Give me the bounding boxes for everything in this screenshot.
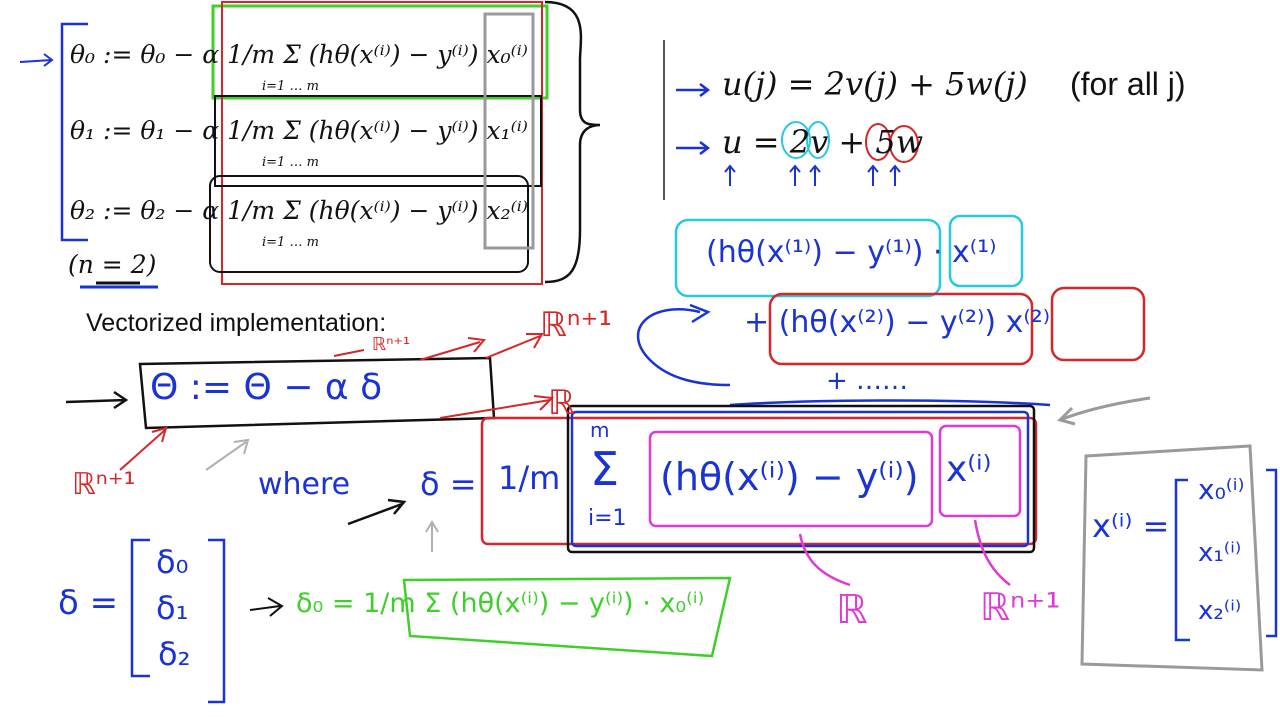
label-R-n1: ℝⁿ⁺¹ — [540, 305, 613, 345]
green-box-delta0 — [402, 576, 732, 658]
equation-sum: Σ (hθ(x⁽ⁱ⁾) − y⁽ⁱ⁾) x₀⁽ⁱ⁾ — [283, 40, 528, 69]
arrow-icon — [65, 390, 129, 410]
equation-lhs: θ₂ := θ₂ − α — [70, 196, 220, 225]
red-circle — [889, 125, 919, 163]
sum-limits: i=1 … m — [262, 155, 319, 170]
arrow-icon — [1057, 396, 1151, 426]
label-R-n1-magenta: ℝⁿ⁺¹ — [980, 585, 1061, 629]
gray-box-xvec — [1080, 444, 1264, 672]
arrow-icon — [485, 333, 544, 359]
cyan-circle — [781, 121, 811, 159]
bracket — [130, 538, 150, 678]
black-sum-box — [566, 404, 1036, 554]
x-i: x⁽ⁱ⁾ — [946, 449, 992, 490]
cyan-circle — [806, 121, 830, 159]
where-label: where — [258, 467, 351, 502]
label-R-n1: ℝⁿ⁺¹ — [72, 467, 136, 502]
blue-sum-box — [570, 410, 1030, 548]
red-box-term — [768, 292, 1034, 366]
heading: Vectorized implementation: — [86, 309, 387, 337]
black-box-1 — [214, 95, 542, 187]
sum-sigma: Σ — [590, 442, 620, 496]
equation-theta1: θ₁ := θ₁ − α 1/m Σ (hθ(x⁽ⁱ⁾) − y⁽ⁱ⁾) x₁⁽… — [70, 118, 528, 143]
x-vec-2: x₂⁽ⁱ⁾ — [1198, 596, 1242, 626]
sum-top: m — [590, 418, 610, 442]
theta-update: Θ := Θ − α δ — [150, 367, 383, 408]
up-arrows — [724, 164, 901, 186]
delta-1: δ₁ — [156, 589, 189, 627]
sum-body: (hθ(x⁽ⁱ⁾) − y⁽ⁱ⁾) — [660, 455, 919, 499]
equation-fraction: 1/m — [227, 196, 276, 225]
sum-limits: i=1 … m — [262, 79, 319, 94]
arrow-icon — [249, 597, 284, 617]
arrow-icon — [347, 498, 407, 526]
equation-theta0: θ₀ := θ₀ − α 1/m Σ (hθ(x⁽ⁱ⁾) − y⁽ⁱ⁾) x₀⁽… — [70, 42, 528, 67]
arrow-icon — [425, 520, 439, 552]
arrow-icon — [676, 83, 711, 97]
n-label: (n = 2) — [68, 250, 157, 279]
cyan-term: (hθ(x⁽¹⁾) − y⁽¹⁾) · x⁽¹⁾ — [706, 235, 997, 270]
arrow-icon — [676, 141, 711, 155]
loop-arrow — [636, 308, 731, 387]
bracket — [208, 538, 226, 704]
equation-sum: Σ (hθ(x⁽ⁱ⁾) − y⁽ⁱ⁾) x₂⁽ⁱ⁾ — [283, 196, 528, 225]
equation-theta2: θ₂ := θ₂ − α 1/m Σ (hθ(x⁽ⁱ⁾) − y⁽ⁱ⁾) x₂⁽… — [70, 198, 528, 223]
red-sum-box — [480, 416, 1038, 546]
equation-fraction: 1/m — [227, 40, 276, 69]
equation-sum: Σ (hθ(x⁽ⁱ⁾) − y⁽ⁱ⁾) x₁⁽ⁱ⁾ — [283, 116, 528, 145]
for-all-j: (for all j) — [1070, 66, 1186, 102]
magenta-box — [648, 430, 934, 528]
arrow-icon — [439, 395, 555, 419]
blue-underline — [729, 399, 1051, 407]
delta0-expression: δ₀ = 1/m Σ (hθ(x⁽ⁱ⁾) − y⁽ⁱ⁾) · x₀⁽ⁱ⁾ — [296, 588, 705, 619]
arrow-icon — [119, 426, 168, 471]
arrow-icon — [19, 53, 54, 67]
arrow-icon — [419, 337, 486, 361]
cyan-box — [948, 214, 1024, 288]
label-R-magenta: ℝ — [836, 587, 868, 633]
blue-bracket — [60, 22, 88, 242]
label-R-n1: ℝⁿ⁺¹ — [372, 334, 411, 355]
delta-0: δ₀ — [156, 543, 189, 581]
black-box-2 — [209, 175, 529, 273]
plus-dots: + …… — [826, 366, 909, 396]
x-vec-0: x₀⁽ⁱ⁾ — [1198, 473, 1245, 506]
equation-lhs: θ₁ := θ₁ − α — [70, 116, 220, 145]
delta-def-lhs: δ = — [420, 465, 477, 503]
arrow-icon — [205, 438, 250, 471]
equation-u-vector: u = 2v + 5w — [722, 123, 924, 161]
cyan-box — [674, 218, 942, 298]
label-R: ℝ — [548, 383, 575, 423]
x-vec-1: x₁⁽ⁱ⁾ — [1198, 538, 1242, 568]
sum-bottom: i=1 — [588, 506, 627, 531]
delta-2: δ₂ — [158, 635, 191, 673]
red-box-term — [1050, 286, 1146, 362]
bracket — [1174, 478, 1190, 642]
equation-u-j: u(j) = 2v(j) + 5w(j) — [722, 65, 1028, 103]
gray-column-box — [483, 12, 535, 250]
bracket — [1266, 468, 1278, 638]
fraction-1-over-m: 1/m — [498, 459, 561, 497]
curly-brace — [544, 0, 601, 284]
magenta-box — [938, 424, 1022, 518]
green-box — [211, 4, 549, 100]
x-vector-lhs: x⁽ⁱ⁾ = — [1092, 507, 1170, 545]
delta-vector-lhs: δ = — [58, 583, 119, 623]
sum-limits: i=1 … m — [262, 235, 319, 250]
equation-lhs: θ₀ := θ₀ − α — [70, 40, 220, 69]
equation-fraction: 1/m — [227, 116, 276, 145]
red-term: + (hθ(x⁽²⁾) − y⁽²⁾) x⁽²⁾ — [744, 305, 1051, 340]
arrow-icon — [689, 303, 711, 324]
